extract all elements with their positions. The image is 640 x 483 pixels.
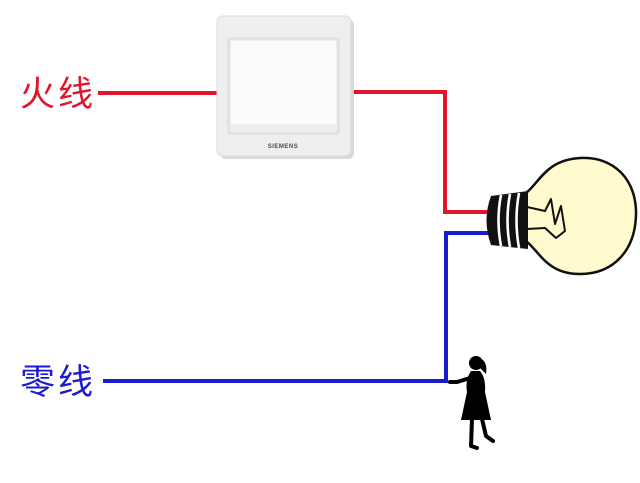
- live-wire-switch-to-bulb: [349, 90, 491, 214]
- live-wire-label: 火线: [20, 75, 96, 115]
- person-arm: [448, 376, 472, 384]
- switch-brand-logo: SIEMENS: [268, 144, 299, 150]
- person-body: [461, 371, 491, 420]
- bulb-thread: [497, 194, 503, 247]
- bulb-thread: [506, 193, 512, 248]
- person-hair: [479, 358, 487, 374]
- person-leg-back: [480, 417, 495, 443]
- person-leg-front: [469, 417, 479, 450]
- light-bulb: [486, 156, 638, 276]
- bulb-filament: [526, 198, 566, 239]
- person-silhouette: [448, 356, 495, 450]
- wall-switch: SIEMENS: [216, 15, 354, 159]
- neutral-wire: [103, 231, 491, 383]
- bulb-glass: [524, 156, 638, 276]
- bulb-thread: [515, 192, 521, 249]
- neutral-wire-label: 零线: [20, 363, 96, 403]
- switch-rocker: [229, 39, 338, 133]
- switch-rocker-shade: [231, 124, 336, 131]
